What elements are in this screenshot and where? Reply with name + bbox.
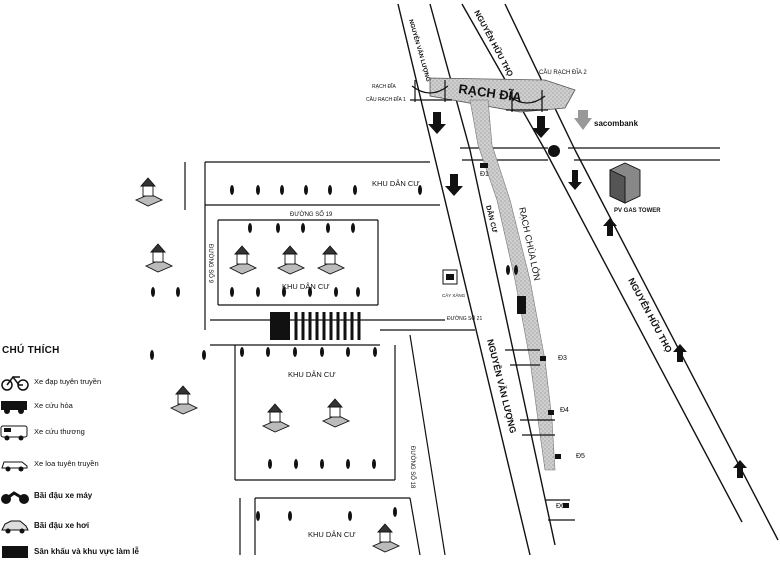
label-sacombank: sacombank [594,119,639,128]
label-nguyen-huu-tho-right: NGUYỄN HỮU THỌ [626,276,675,354]
legend-item-label: Xe loa tuyên truyền [34,459,99,468]
legend-item: Bãi đậu xe hơi [0,517,210,539]
gas-station-icon [442,269,458,285]
label-nguyen-van-luong-top: NGUYỄN VĂN LƯỢNG [407,19,432,83]
point-label-d4: Đ4 [560,407,569,414]
stage-area [270,312,361,340]
label-cau-rach-dia-2: CẦU RẠCH ĐĨA 2 [539,69,587,76]
legend-title: CHÚ THÍCH [2,345,60,356]
label-rach-dia-small: RẠCH ĐĨA [372,83,397,90]
legend-item: Sân khấu và khu vực làm lễ [0,543,210,565]
roundabout [548,145,560,157]
river-rach-dia [429,77,576,113]
ambulance-icon [0,423,32,443]
label-khu-dan-cu-top: KHU DÂN CƯ [372,179,420,188]
car-icon [0,517,32,537]
point-label-d2: Đ2 [517,299,526,306]
stage-block-icon [0,543,32,563]
pv-gas-tower-building [609,162,641,204]
point-label-d6: Đ6 [556,503,565,510]
point-label-d5: Đ5 [576,453,585,460]
label-duong-so-21: ĐƯỜNG SỐ 21 [447,315,482,322]
canal-rach-chua-lon [469,99,556,471]
houses [134,177,401,553]
direction-arrows [428,112,747,478]
bridge-1 [410,80,452,102]
label-khu-dan-cu-bottom: KHU DÂN CƯ [308,530,356,539]
bridge-2 [506,90,548,112]
label-duong-so-19: ĐƯỜNG SỐ 19 [290,211,333,218]
canal-side-building [517,296,526,314]
label-duong-so-18: ĐƯỜNG SỐ 18 [409,446,416,489]
legend-item-label: Xe cứu thương [34,427,85,436]
point-label-d3: Đ3 [558,355,567,362]
label-pv-gas-tower: PV GAS TOWER [614,208,661,214]
sacombank-icon [574,110,592,130]
street-grid [184,161,575,556]
trees [150,185,518,521]
legend-item: Xe cứu hỏa [0,397,210,419]
legend-item-label: Bãi đậu xe hơi [34,521,90,530]
legend-item: Xe cứu thương [0,423,210,445]
label-khu-dan-cu-center: KHU DÂN CƯ [282,282,330,291]
legend-item: Xe loa tuyên truyền [0,455,210,477]
road-cross-street [460,147,720,161]
label-khu-dan-cu-lower: KHU DÂN CƯ [288,370,336,379]
label-nguyen-huu-tho-top: NGUYỄN HỮU THỌ [472,9,515,78]
point-label-d1: Đ1 [480,171,489,178]
legend-item-label: Xe đạp tuyên truyền [34,377,102,386]
label-cau-rach-dia-1: CẦU RẠCH ĐĨA 1 [366,96,406,103]
label-duong-so-9: ĐƯỜNG SỐ 9 [207,244,214,284]
legend-item-label: Bãi đậu xe máy [34,491,93,500]
bicycle-icon [0,373,32,393]
legend-item-label: Xe cứu hỏa [34,401,73,410]
point-markers [480,163,569,508]
fire-truck-icon [0,397,32,417]
road-nguyen-van-luong [397,3,556,556]
label-cay-xang: CÂY XĂNG [442,292,466,298]
legend-item-label: Sân khấu và khu vực làm lễ [34,547,139,556]
legend-item: Bãi đậu xe máy [0,487,210,509]
motorbike-icon [0,487,32,507]
loudspeaker-van-icon [0,455,32,475]
road-nguyen-huu-tho [461,3,779,541]
legend-item: Xe đạp tuyên truyền [0,373,210,395]
